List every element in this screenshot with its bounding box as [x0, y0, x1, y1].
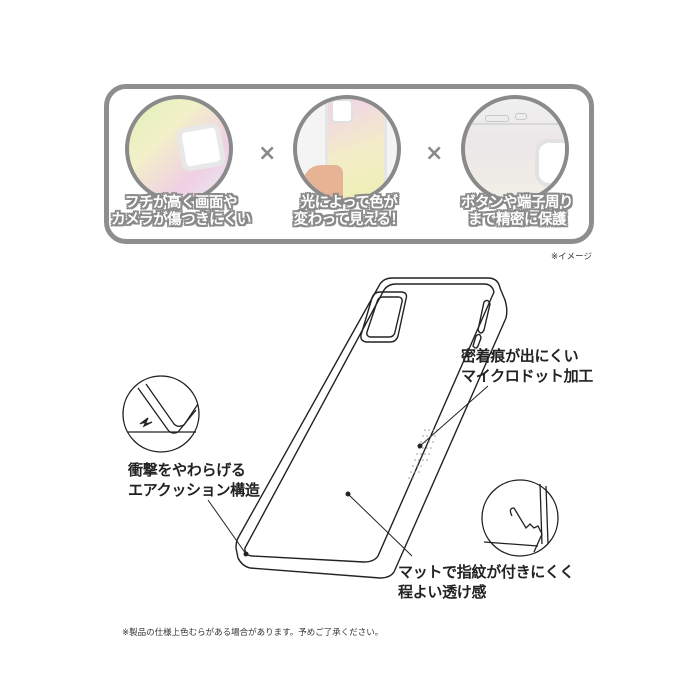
callout-matte-line2: 程よい透け感 [398, 583, 487, 601]
feature-caption-line2: カメラが傷つきにくい [111, 212, 251, 228]
callout-micro-dot-line2: マイクロドット加工 [461, 367, 594, 385]
feature-panel: フチが高く画面や カメラが傷つきにくい × 光によって色が 変わって見える！ ×… [104, 84, 594, 244]
leader-micro-dot [419, 385, 489, 447]
leader-matte [347, 493, 413, 557]
micro-dot-area [408, 429, 438, 479]
feature-image-button-protection [461, 95, 569, 203]
callout-micro-dot: 密着痕が出にくい マイクロドット加工 [461, 346, 593, 386]
feature-caption-line1: 光によって色が [300, 195, 398, 211]
feature-caption-line1: フチが高く画面や [125, 195, 238, 211]
callout-micro-dot-line1: 密着痕が出にくい [461, 347, 579, 365]
callout-matte: マットで指紋が付きにくく 程よい透け感 [398, 562, 574, 602]
case-outline [235, 277, 508, 579]
feature-raised-edge: フチが高く画面や カメラが傷つきにくい [111, 95, 251, 235]
times-icon: × [258, 141, 277, 166]
finger-detail-circle [481, 479, 559, 557]
side-button [477, 299, 491, 334]
footnote: ※製品の仕様上色むらがある場合があります。予めご了承ください。 [122, 628, 384, 638]
feature-caption-line1: ボタンや端子周り [461, 195, 574, 211]
feature-image-raised-edge [125, 95, 233, 203]
feature-iridescent: 光によって色が 変わって見える！ [281, 95, 417, 235]
leader-air-cushion [207, 499, 247, 555]
callout-air-cushion-line2: エアクッション構造 [128, 481, 260, 499]
feature-caption-line2: 変わって見える！ [293, 212, 405, 228]
callout-air-cushion: 衝撃をやわらげる エアクッション構造 [128, 460, 260, 500]
camera-bump [360, 291, 408, 343]
feature-image-iridescent [293, 95, 401, 203]
image-note: ※イメージ [551, 252, 592, 262]
impact-detail-circle [122, 375, 200, 453]
callout-air-cushion-line1: 衝撃をやわらげる [128, 461, 246, 479]
feature-button-protection: ボタンや端子周り まで精密に保護 [449, 95, 585, 235]
times-icon: × [425, 141, 444, 166]
callout-matte-line1: マットで指紋が付きにくく [398, 563, 575, 581]
feature-caption-line2: まで精密に保護 [468, 212, 567, 228]
